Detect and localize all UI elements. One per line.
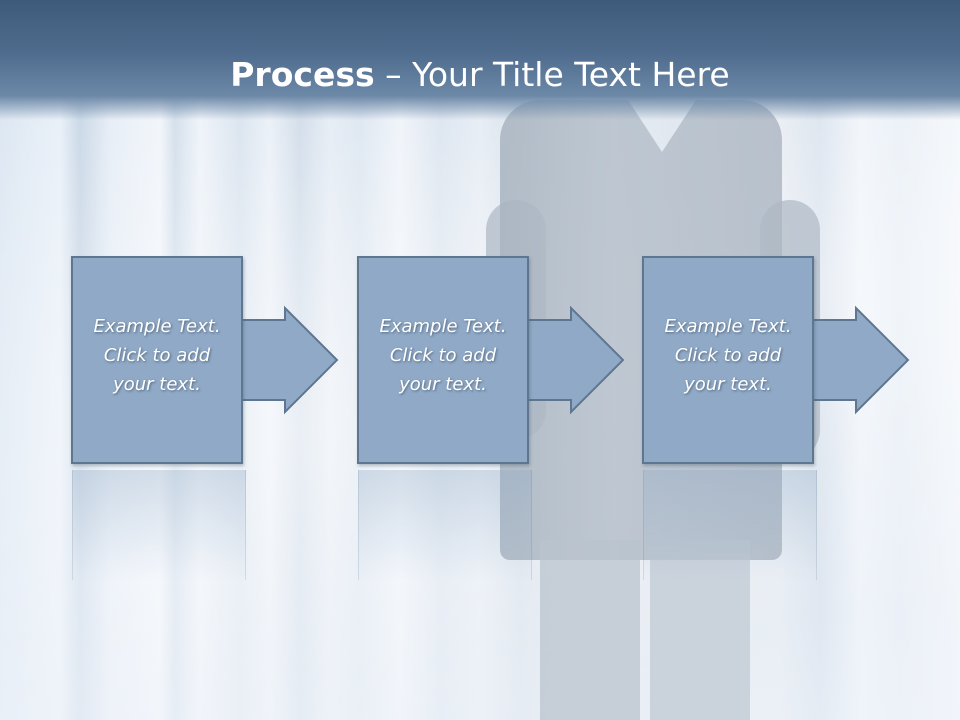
person-silhouette-leg-right bbox=[650, 540, 750, 720]
step-text[interactable]: Example Text. Click to add your text. bbox=[379, 316, 507, 395]
slide-title[interactable]: Process – Your Title Text Here bbox=[0, 52, 960, 98]
process-step-3[interactable]: Example Text. Click to add your text. bbox=[642, 256, 912, 468]
title-band bbox=[0, 0, 960, 120]
arrow-right-icon bbox=[811, 305, 910, 415]
title-rest: – Your Title Text Here bbox=[374, 55, 730, 94]
step-reflection bbox=[643, 470, 817, 580]
step-text[interactable]: Example Text. Click to add your text. bbox=[664, 316, 792, 395]
step-text[interactable]: Example Text. Click to add your text. bbox=[93, 316, 221, 395]
person-silhouette-leg-left bbox=[540, 540, 640, 720]
title-bold: Process bbox=[230, 55, 375, 94]
process-step-1[interactable]: Example Text. Click to add your text. bbox=[71, 256, 341, 468]
step-box[interactable] bbox=[642, 256, 814, 464]
step-reflection bbox=[72, 470, 246, 580]
step-box[interactable] bbox=[71, 256, 243, 464]
arrow-right-icon bbox=[240, 305, 339, 415]
step-box[interactable] bbox=[357, 256, 529, 464]
process-step-2[interactable]: Example Text. Click to add your text. bbox=[357, 256, 627, 468]
arrow-right-icon bbox=[526, 305, 625, 415]
step-reflection bbox=[358, 470, 532, 580]
